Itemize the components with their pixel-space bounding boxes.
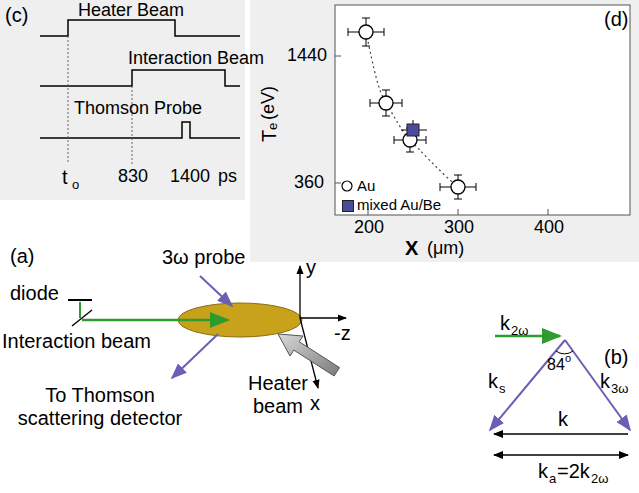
axis-label: -z (334, 322, 351, 345)
tick-label: 400 (534, 217, 564, 238)
heater-beam-arrow (278, 334, 340, 376)
axis-title: (eV) (258, 86, 279, 120)
beam-label: Interaction beam (2, 330, 151, 353)
tick-label: 300 (444, 217, 474, 238)
plot-frame (335, 5, 630, 215)
axis-title: (μm) (427, 238, 464, 259)
time-label: t (62, 166, 68, 189)
time-label: 830 (118, 166, 148, 187)
subscript: 3ω (611, 382, 628, 397)
subscript: s (499, 382, 506, 397)
legend-swatch (342, 200, 354, 212)
interaction-beam (82, 319, 228, 322)
data-points (359, 25, 465, 194)
time-label: 1400 (170, 166, 210, 187)
ka-vector (494, 454, 628, 456)
legend-text: mixed Au/Be (357, 196, 441, 213)
unit-label: ps (218, 166, 237, 187)
superscript: o (565, 352, 571, 365)
subscript: 2ω (591, 472, 608, 487)
tick-label: 1440 (287, 45, 327, 66)
angle-label: 84 (547, 356, 565, 374)
diode-path (79, 302, 81, 318)
beam-label: 3ω probe (162, 246, 245, 269)
k-vector (494, 433, 628, 435)
ks-vector (490, 340, 565, 430)
data-point-square (407, 124, 419, 136)
trace-label: Interaction Beam (128, 48, 264, 69)
detector-label: To Thomson scattering detector (0, 384, 200, 430)
axis-label: x (310, 392, 320, 415)
tick-label: 200 (354, 217, 384, 238)
legend-text: Au (357, 177, 375, 194)
panel-label: (b) (604, 346, 628, 369)
tick-label: 360 (294, 172, 324, 193)
subscript: e (266, 123, 281, 130)
subscript: a (549, 472, 556, 487)
beam-splitter (72, 310, 92, 326)
detector-arrow (172, 334, 218, 378)
diode-symbol (68, 299, 92, 301)
legend-circle (342, 181, 352, 191)
error-bars (348, 18, 476, 199)
probe-arrow (200, 276, 232, 306)
axis-label: y (306, 256, 316, 279)
component-label: diode (10, 282, 59, 305)
axis-ticks (335, 56, 548, 215)
panel-label: (a) (10, 245, 34, 268)
timing-traces (40, 20, 240, 138)
vector-label: =2k (557, 460, 590, 483)
trace-label: Heater Beam (78, 0, 184, 21)
trace-label: Thomson Probe (74, 98, 202, 119)
beam-label: Heater beam (236, 372, 320, 418)
subscript: o (72, 178, 79, 193)
k3w-vector (565, 340, 630, 430)
panel-label: (d) (604, 8, 628, 31)
panel-label: (c) (5, 4, 28, 27)
trend-curve (366, 32, 458, 187)
vector-label: k (488, 370, 498, 393)
axis-title: T (258, 130, 281, 142)
vector-label: k (538, 460, 548, 483)
subscript: 2ω (511, 324, 528, 339)
axis-title: X (405, 237, 418, 260)
vector-label: k (600, 370, 610, 393)
panel-background (0, 0, 245, 200)
panel-background (250, 0, 639, 262)
vector-label: k (500, 312, 510, 335)
vector-label: k (558, 408, 568, 431)
